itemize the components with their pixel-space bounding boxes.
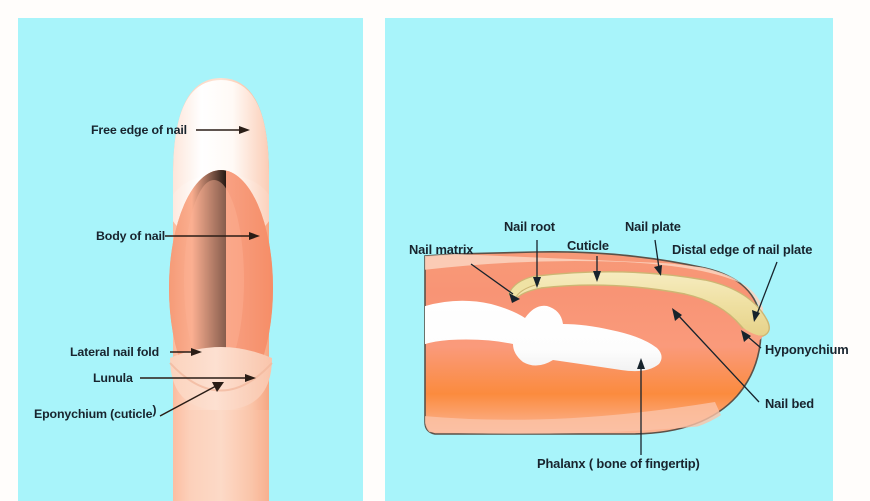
leader-hyponychium xyxy=(741,330,762,349)
label-eponychium-cuticle: Eponychium (cuticle) xyxy=(34,403,156,421)
leader-nail-plate xyxy=(654,239,662,276)
finger-lower-shading xyxy=(173,410,269,501)
label-nail-root: Nail root xyxy=(504,219,556,234)
leader-lateral-nail-fold xyxy=(170,348,202,356)
nail-root-tip xyxy=(508,275,540,300)
leader-body-of-nail xyxy=(165,232,260,240)
leader-phalanx xyxy=(637,358,645,455)
leader-nail-bed xyxy=(672,308,760,403)
label-hyponychium: Hyponychium xyxy=(765,342,849,357)
leader-free-edge-of-nail xyxy=(196,126,250,134)
left-panel-surface-view: Free edge of nail Body of nail Lateral n… xyxy=(18,18,363,501)
leader-nail-matrix xyxy=(470,263,520,303)
phalanx-bone xyxy=(425,300,662,372)
label-distal-edge-of-nail-plate: Distal edge of nail plate xyxy=(672,242,812,257)
leader-nail-root xyxy=(533,240,541,288)
fingernail-surface-illustration: Free edge of nail Body of nail Lateral n… xyxy=(34,78,273,501)
leader-lunula xyxy=(140,374,256,382)
leader-eponychium-cuticle xyxy=(159,382,224,417)
dermis-upper-band xyxy=(425,254,763,434)
label-lunula: Lunula xyxy=(93,371,133,385)
eponychium-cuticle-arc xyxy=(169,362,273,392)
right-panel-cross-section: Nail matrix Nail root Cuticle Nail plate xyxy=(385,18,849,501)
label-nail-bed: Nail bed xyxy=(765,396,814,411)
label-eponychium-paren: ) xyxy=(152,403,156,417)
label-eponychium-main: Eponychium (cuticle xyxy=(34,407,153,421)
label-cuticle: Cuticle xyxy=(567,238,609,253)
label-nail-matrix: Nail matrix xyxy=(409,242,474,257)
label-phalanx: Phalanx ( bone of fingertip) xyxy=(537,456,700,471)
label-lateral-nail-fold: Lateral nail fold xyxy=(70,345,159,359)
label-body-of-nail: Body of nail xyxy=(96,229,165,243)
leader-cuticle xyxy=(593,256,601,282)
fingertip-cross-section-illustration: Nail matrix Nail root Cuticle Nail plate xyxy=(409,219,849,471)
nail-body-plate xyxy=(169,170,273,406)
label-free-edge-of-nail: Free edge of nail xyxy=(91,123,187,137)
label-nail-plate: Nail plate xyxy=(625,219,681,234)
leader-distal-edge-of-nail-plate xyxy=(752,261,778,322)
